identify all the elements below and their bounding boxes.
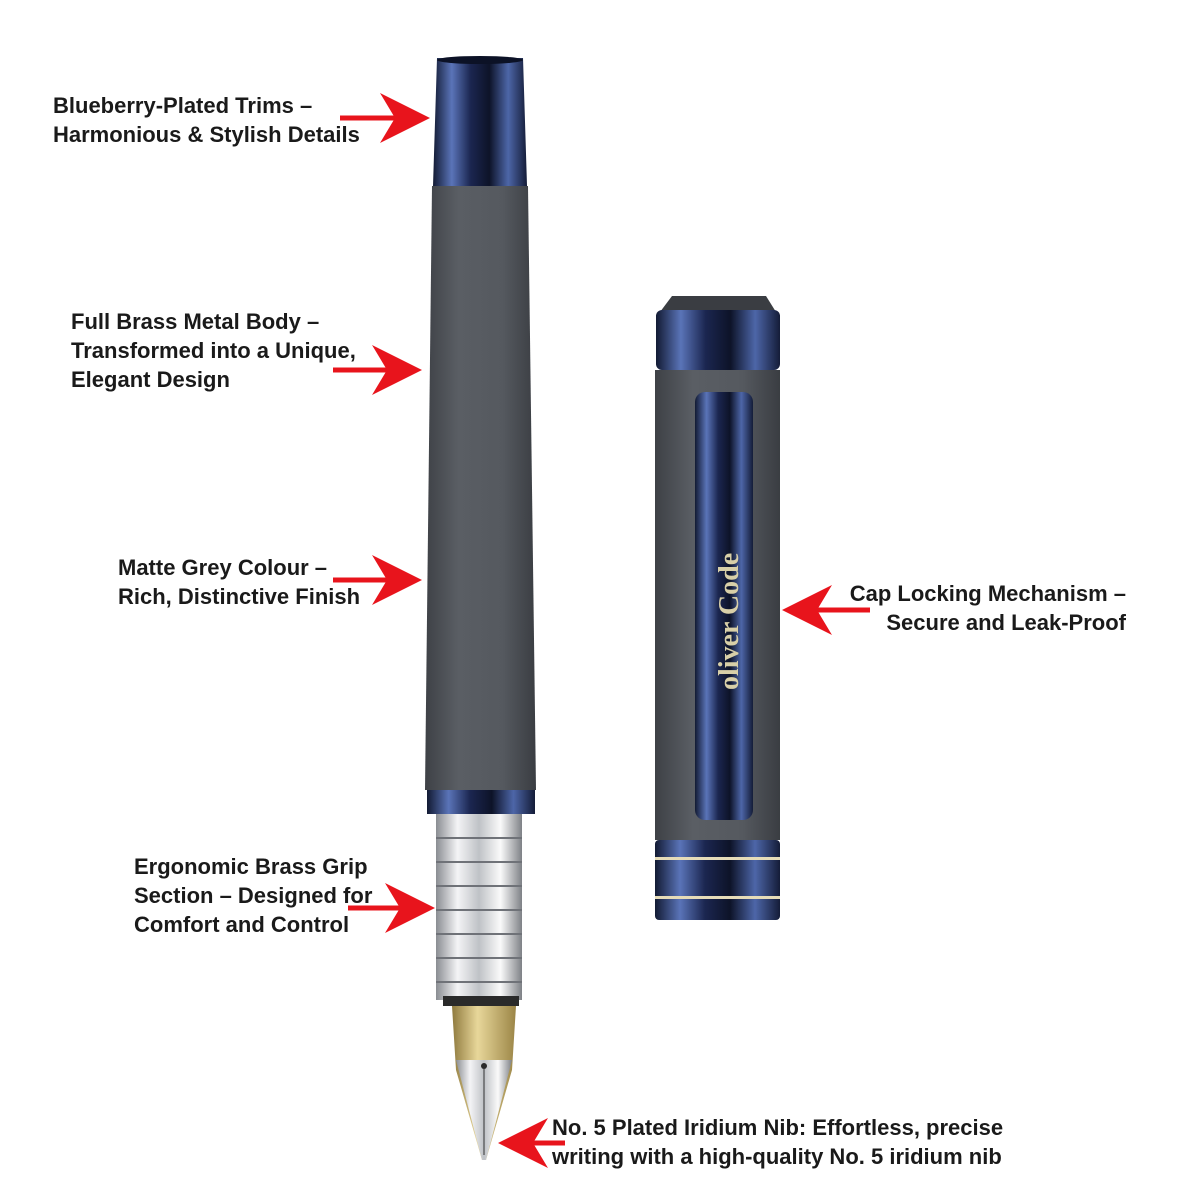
callout-nib: No. 5 Plated Iridium Nib: Effortless, pr…	[552, 1113, 1003, 1171]
callout-line: Cap Locking Mechanism –	[849, 581, 1126, 606]
callout-line: Comfort and Control	[134, 912, 350, 937]
callout-line: Secure and Leak-Proof	[886, 610, 1126, 635]
cap-top-trim	[656, 310, 780, 370]
cap-bottom-trim	[655, 840, 780, 920]
callout-line: Ergonomic Brass Grip	[134, 854, 368, 879]
pen-cap: oliver Code	[655, 296, 780, 920]
top-trim	[433, 58, 527, 186]
cap-clip	[695, 392, 753, 820]
callout-line: Full Brass Metal Body –	[71, 309, 320, 334]
callout-line: Blueberry-Plated Trims –	[53, 93, 313, 118]
callout-grip: Ergonomic Brass Grip Section – Designed …	[134, 852, 372, 939]
callout-matte: Matte Grey Colour – Rich, Distinctive Fi…	[118, 553, 360, 611]
callout-cap: Cap Locking Mechanism – Secure and Leak-…	[850, 579, 1126, 637]
callout-line: Harmonious & Stylish Details	[53, 122, 360, 147]
pen-body	[425, 56, 536, 1160]
callout-body: Full Brass Metal Body – Transformed into…	[71, 307, 356, 394]
grip-section	[436, 814, 522, 1000]
callout-line: Elegant Design	[71, 367, 230, 392]
callout-line: writing with a high-quality No. 5 iridiu…	[552, 1144, 1002, 1169]
callout-trims: Blueberry-Plated Trims – Harmonious & St…	[53, 91, 360, 149]
barrel	[425, 186, 536, 790]
callout-line: No. 5 Plated Iridium Nib: Effortless, pr…	[552, 1115, 1004, 1140]
brand-logo: oliver Code	[714, 553, 745, 690]
grip-ring	[427, 790, 535, 814]
callout-line: Matte Grey Colour –	[118, 555, 328, 580]
callout-line: Section – Designed for	[134, 883, 373, 908]
callout-line: Transformed into a Unique,	[71, 338, 356, 363]
callout-line: Rich, Distinctive Finish	[118, 584, 361, 609]
